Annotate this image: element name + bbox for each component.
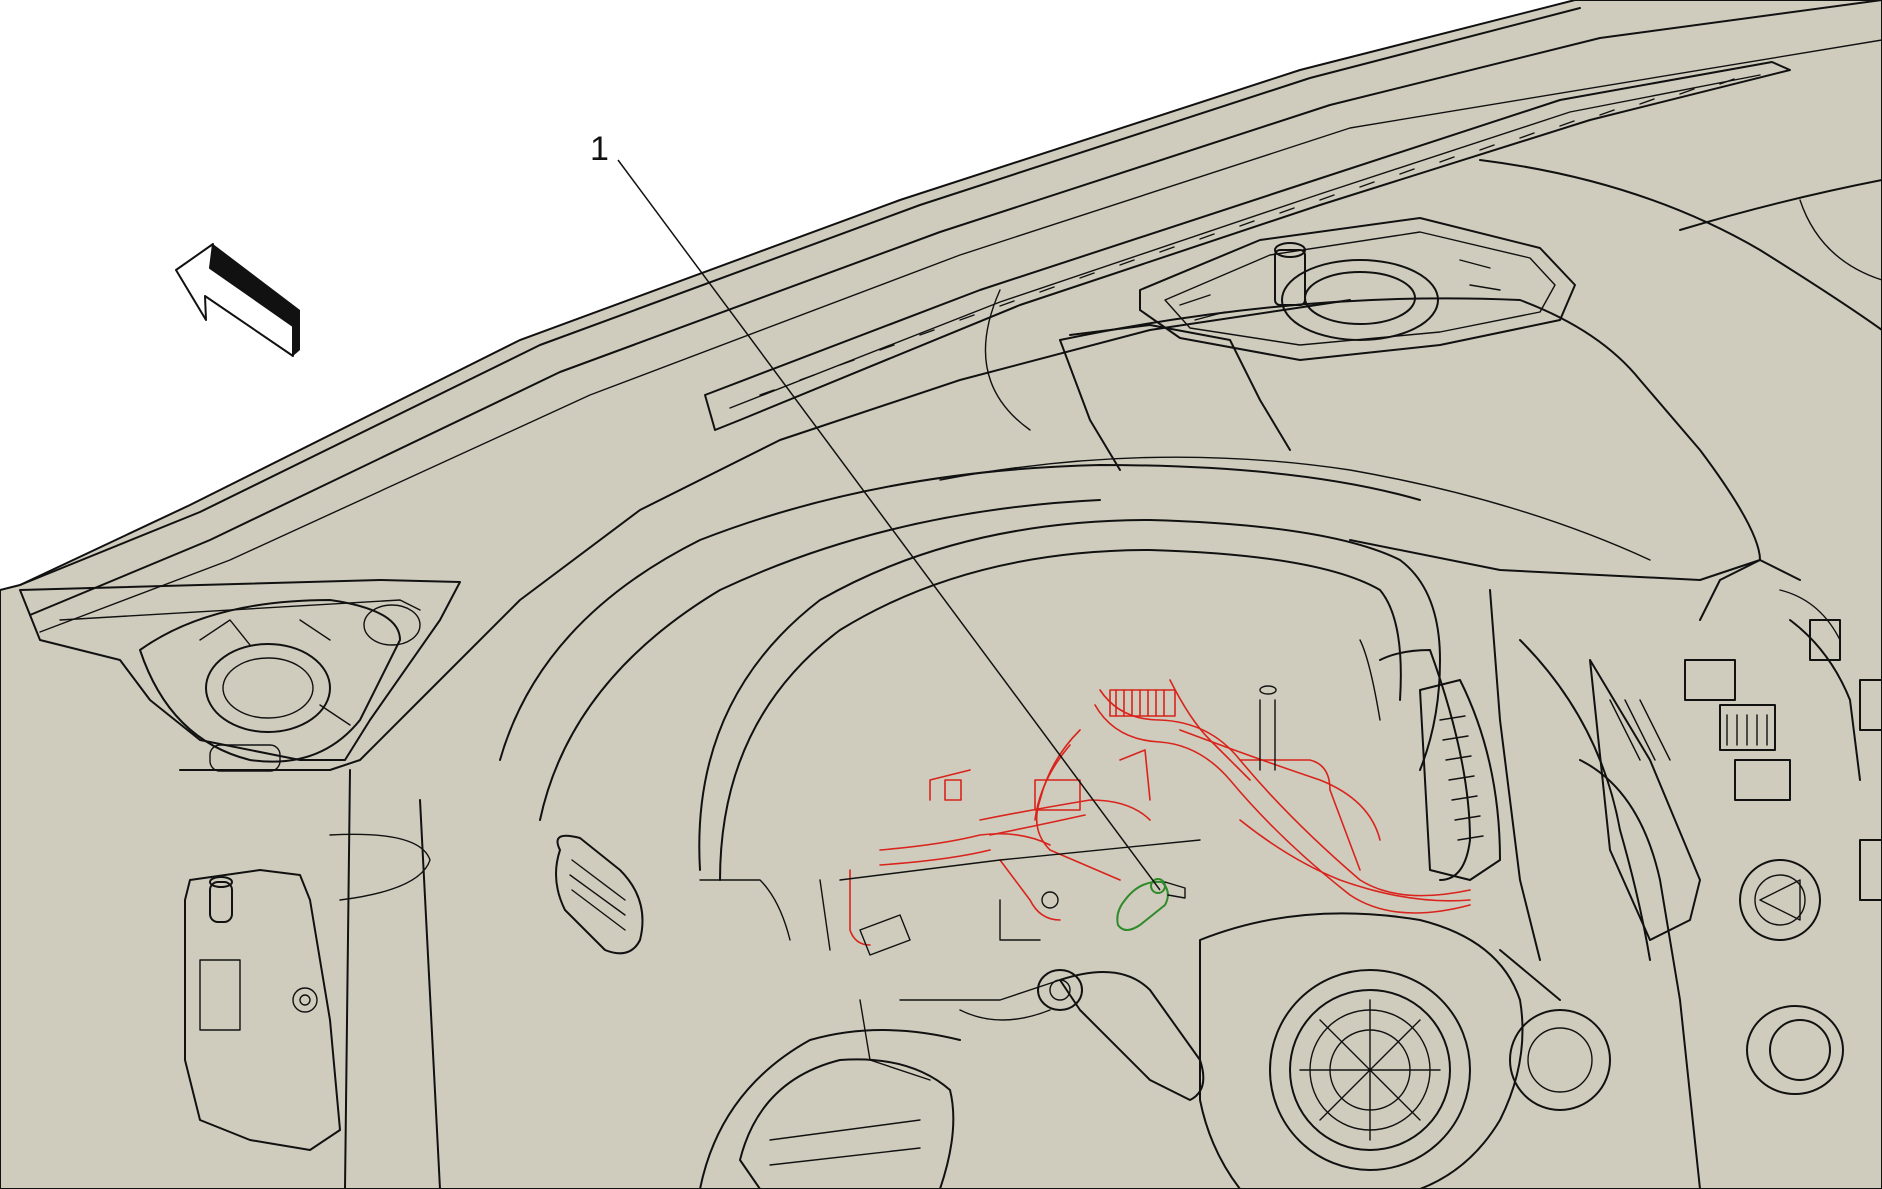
front-of-vehicle-arrow-icon: [175, 243, 300, 357]
defrost-grille: [704, 61, 1791, 431]
interior-frame-lines: [699, 639, 1381, 1081]
lower-left-vent: [555, 834, 644, 955]
ground-strap-fastener: [1116, 878, 1186, 931]
callout-1-label: 1: [590, 130, 609, 168]
right-connector-cluster: [1684, 559, 1882, 801]
wiring-harness: [849, 679, 1471, 946]
dash-top-cover: [939, 159, 1882, 581]
bottom-left-vent: [699, 1029, 961, 1189]
left-lower-structure: [184, 769, 441, 1189]
callout-1: 1: [590, 130, 1161, 891]
left-side-pod: [19, 579, 461, 772]
callout-1-leader-line: [617, 159, 1161, 891]
cluster-hood: [499, 464, 1441, 881]
right-center-stack: [1379, 589, 1882, 1189]
defrost-slots: [759, 78, 1735, 396]
